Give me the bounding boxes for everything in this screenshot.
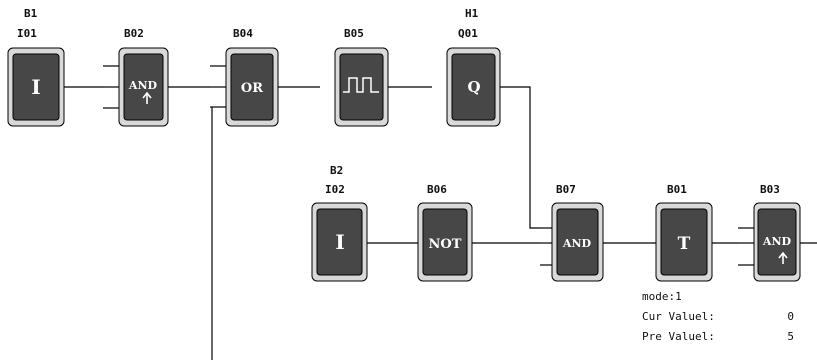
wire-q01-b07 [500, 86, 540, 229]
timer-parameters: mode:1 Cur Valuel: 0 Pre Valuel: 5 [642, 290, 794, 343]
block-label: Q [467, 78, 480, 96]
block-body [451, 53, 496, 121]
block-name: B1 [24, 7, 38, 20]
block-tag: B02 [124, 27, 144, 40]
timer-mode: mode:1 [642, 290, 682, 303]
not-block-b06[interactable]: B06 NOT [417, 183, 473, 282]
rising-edge-arrow-icon [142, 91, 152, 104]
input-block-i02[interactable]: B2 I02 I [311, 164, 368, 282]
block-name: B2 [330, 164, 343, 177]
pre-value-label: Pre Valuel: [642, 330, 715, 343]
block-tag: B01 [667, 183, 687, 196]
block-label: I [335, 230, 344, 254]
block-label: AND [762, 235, 792, 248]
pulse-waveform-icon [343, 77, 379, 93]
input-block-i01[interactable]: B1 I01 I [7, 7, 65, 127]
block-body [757, 208, 797, 276]
block-body [556, 208, 599, 276]
and-edge-block-b02[interactable]: B02 AND [118, 27, 169, 127]
block-tag: I01 [17, 27, 37, 40]
block-body [339, 53, 384, 121]
block-body [12, 53, 60, 121]
block-label: AND [562, 237, 592, 250]
block-label: T [678, 234, 691, 254]
block-body [316, 208, 363, 276]
block-body [660, 208, 708, 276]
and-edge-block-b03[interactable]: B03 AND [753, 183, 801, 282]
block-tag: B04 [233, 27, 253, 40]
block-name: H1 [465, 7, 479, 20]
block-body [230, 53, 274, 121]
cur-value-label: Cur Valuel: [642, 310, 715, 323]
or-block-b04[interactable]: B04 OR [225, 27, 279, 127]
block-label: NOT [429, 237, 462, 252]
and-block-b07[interactable]: B07 AND [551, 183, 604, 282]
timer-block-b01[interactable]: B01 T [655, 183, 713, 282]
output-block-q01[interactable]: H1 Q01 Q [446, 7, 501, 127]
connection-wires [64, 86, 817, 360]
block-tag: B03 [760, 183, 780, 196]
block-tag: B07 [556, 183, 576, 196]
block-label: I [31, 75, 40, 99]
cur-value: 0 [787, 310, 794, 323]
block-label: AND [128, 79, 158, 92]
block-tag: B05 [344, 27, 364, 40]
block-body [123, 53, 164, 121]
block-label: OR [241, 81, 263, 96]
pulse-block-b05[interactable]: B05 [334, 27, 389, 127]
block-tag: Q01 [458, 27, 478, 40]
input-pins [103, 65, 754, 266]
block-tag: I02 [325, 183, 345, 196]
block-body [422, 208, 468, 276]
pre-value: 5 [787, 330, 794, 343]
rising-edge-arrow-icon [778, 251, 788, 264]
block-tag: B06 [427, 183, 447, 196]
